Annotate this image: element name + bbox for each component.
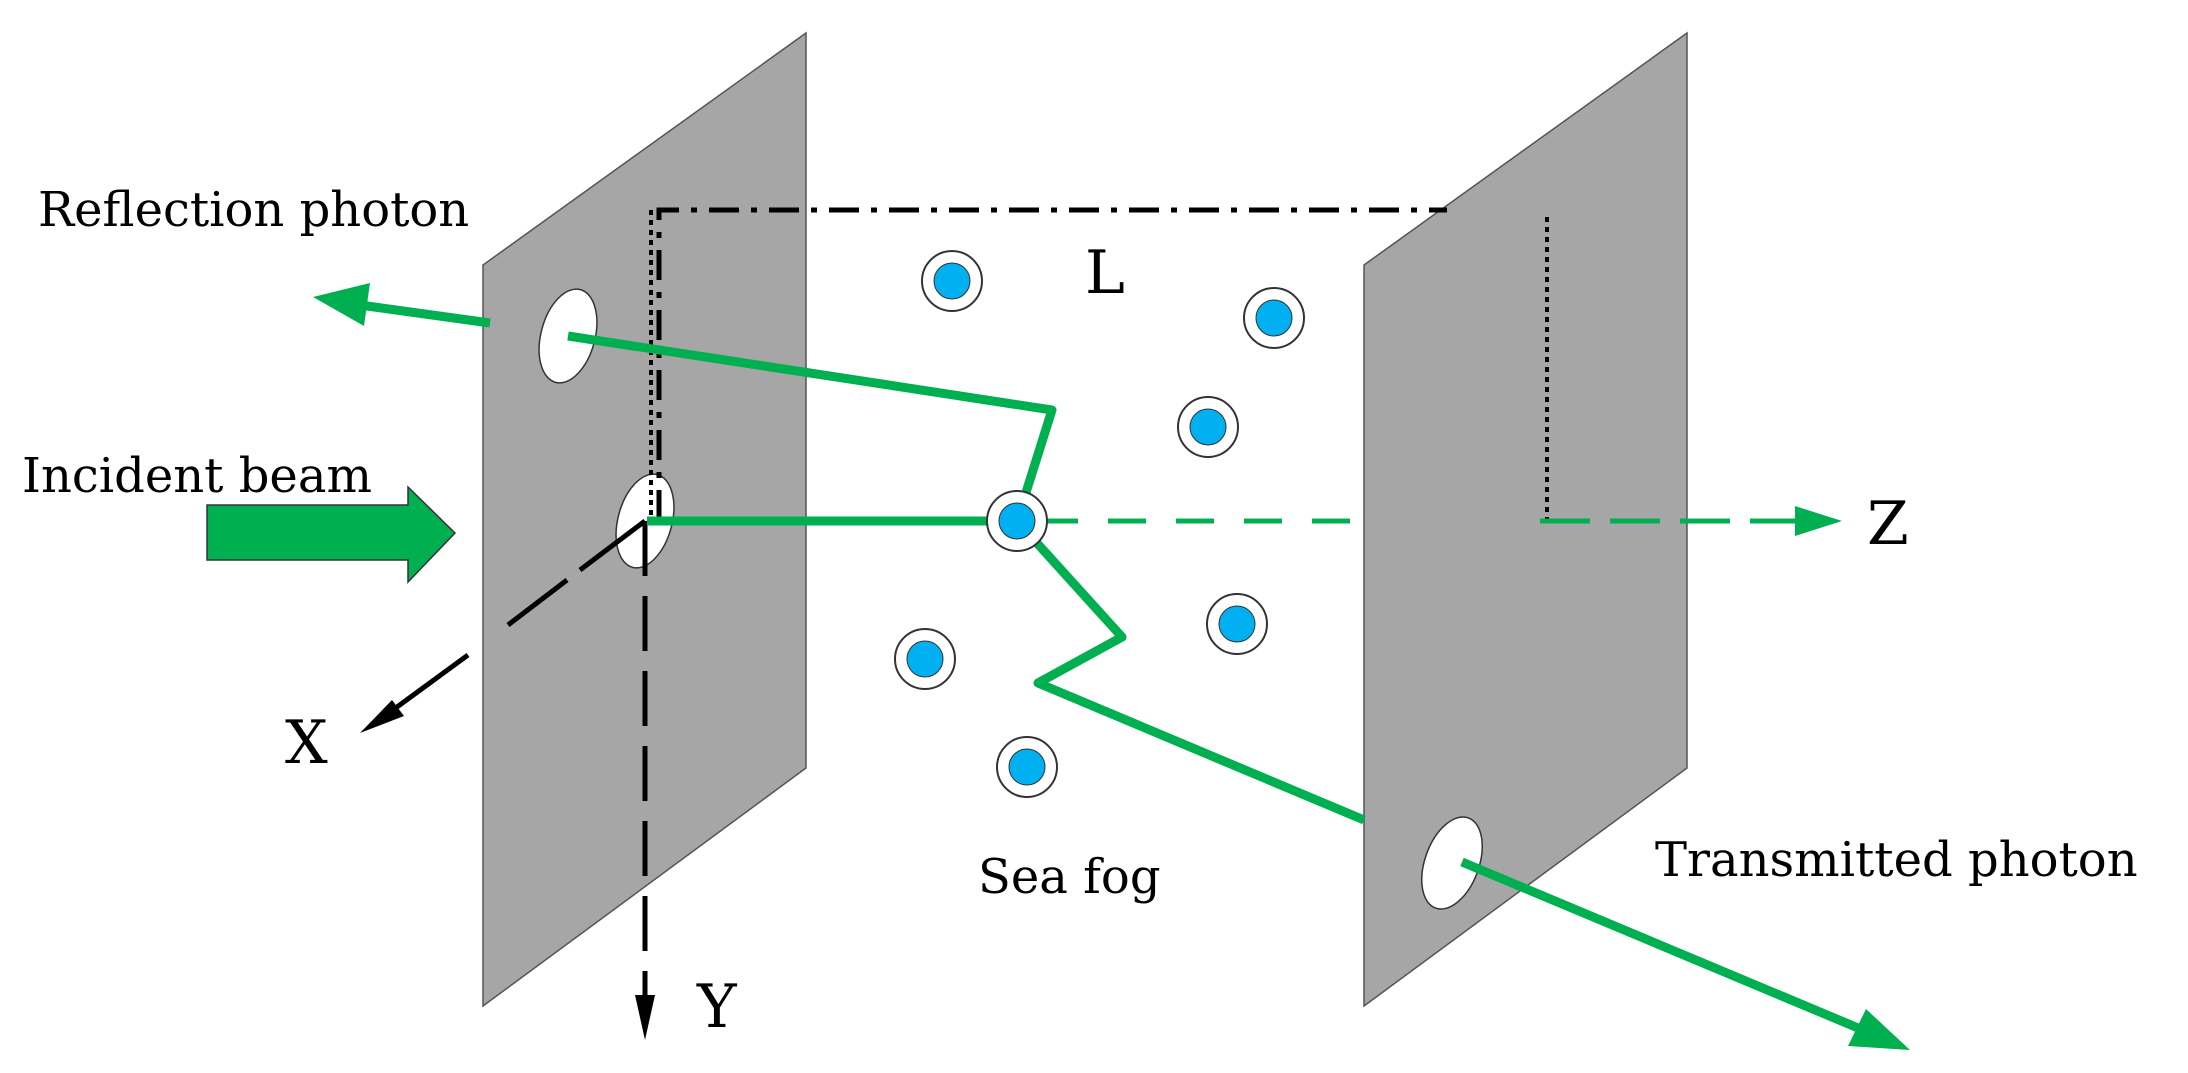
incident-beam-label: Incident beam [22, 448, 372, 504]
fog-particle [986, 490, 1048, 552]
sea-fog-label: Sea fog [978, 849, 1161, 905]
x-axis-dashed-2 [506, 578, 569, 627]
distance-label: L [1085, 238, 1125, 308]
transmitted-arrowhead [1848, 1009, 1910, 1050]
distance-line [656, 207, 1447, 520]
y-axis-label: Y [696, 972, 738, 1042]
fog-particle [1243, 287, 1305, 349]
photon-path-transmission [1013, 517, 1366, 825]
transmitted-photon-label: Transmitted photon [1655, 832, 2138, 888]
incident-beam-arrow [206, 485, 457, 584]
fog-particle [1177, 396, 1239, 458]
right-plate [1363, 31, 1688, 1008]
reflection-arrowhead [313, 283, 370, 326]
x-axis-arrowhead [360, 700, 404, 733]
y-axis-arrowhead [635, 995, 655, 1040]
fog-particle [921, 250, 983, 312]
z-axis-arrowhead [1795, 506, 1842, 536]
x-axis-label: X [285, 708, 328, 778]
reflection-photon-label: Reflection photon [38, 182, 469, 238]
x-axis-dashed [578, 519, 647, 572]
fog-particle [996, 736, 1058, 798]
fog-particle [1206, 593, 1268, 655]
reflection-outgoing [359, 300, 491, 328]
fog-particle [894, 628, 956, 690]
photon-path-outgoing [1460, 857, 1872, 1038]
photon-path-reflection [567, 331, 1057, 523]
z-axis-label: Z [1867, 489, 1909, 559]
